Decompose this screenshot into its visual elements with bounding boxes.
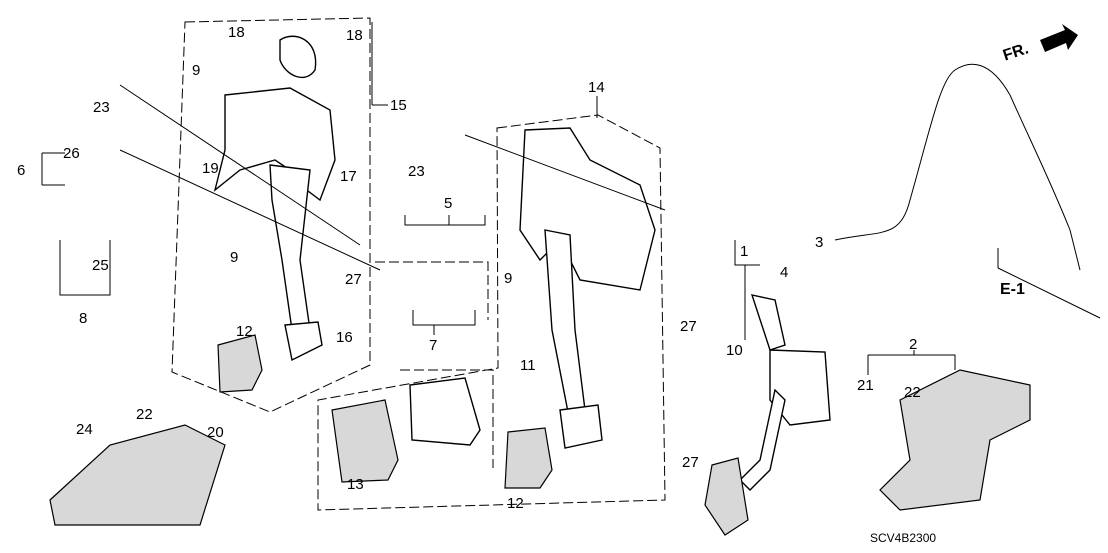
group-box-e1 (997, 248, 1101, 319)
callout-21: 21 (857, 377, 874, 394)
callout-27: 27 (345, 271, 362, 288)
direction-label: FR. (1001, 40, 1031, 64)
callout-8: 8 (79, 310, 87, 327)
clutch-pedal-assembly (504, 127, 656, 489)
callout-23: 23 (408, 163, 425, 180)
reference-label: E-1 (1000, 281, 1025, 298)
callout-23: 23 (93, 99, 110, 116)
callout-20: 20 (207, 424, 224, 441)
callout-7: 7 (429, 337, 437, 354)
callout-9: 9 (504, 270, 512, 287)
callout-6: 6 (17, 162, 25, 179)
callout-22: 22 (136, 406, 153, 423)
callout-18: 18 (346, 27, 363, 44)
callout-15: 15 (390, 97, 407, 114)
callout-3: 3 (815, 234, 823, 251)
group-box-15 (171, 17, 371, 413)
callout-2: 2 (909, 336, 917, 353)
callout-27: 27 (680, 318, 697, 335)
group-box-14 (317, 114, 666, 511)
callouts: 18 18 9 15 23 6 26 19 17 9 25 8 12 16 22… (17, 24, 1031, 545)
floor-mat-20 (49, 424, 226, 526)
callout-27: 27 (682, 454, 699, 471)
callout-16: 16 (336, 329, 353, 346)
cover-2 (879, 369, 1031, 511)
callout-12: 12 (236, 323, 253, 340)
diagram-code: SCV4B2300 (870, 531, 936, 545)
callout-18: 18 (228, 24, 245, 41)
callout-14: 14 (588, 79, 605, 96)
accelerator-pedal (704, 294, 831, 536)
callout-1: 1 (740, 243, 748, 260)
front-arrow-icon (1040, 24, 1078, 52)
pedal-pad-13 (331, 399, 399, 483)
callout-11: 11 (520, 357, 536, 374)
callout-12: 12 (507, 495, 524, 512)
callout-26: 26 (63, 145, 80, 162)
group-box-brake-switch (375, 261, 489, 320)
callout-9: 9 (230, 249, 238, 266)
callout-19: 19 (202, 160, 219, 177)
callout-17: 17 (340, 168, 357, 185)
callout-22: 22 (904, 384, 921, 401)
brake-pedal-assembly (213, 35, 336, 393)
callout-24: 24 (76, 421, 93, 438)
callout-25: 25 (92, 257, 109, 274)
callout-9: 9 (192, 62, 200, 79)
group-box-pad (400, 369, 494, 468)
callout-4: 4 (780, 264, 788, 281)
callout-13: 13 (347, 476, 364, 493)
callout-10: 10 (726, 342, 743, 359)
pedal-pad-cover (409, 377, 481, 446)
callout-5: 5 (444, 195, 452, 212)
throttle-cable (834, 63, 1081, 271)
